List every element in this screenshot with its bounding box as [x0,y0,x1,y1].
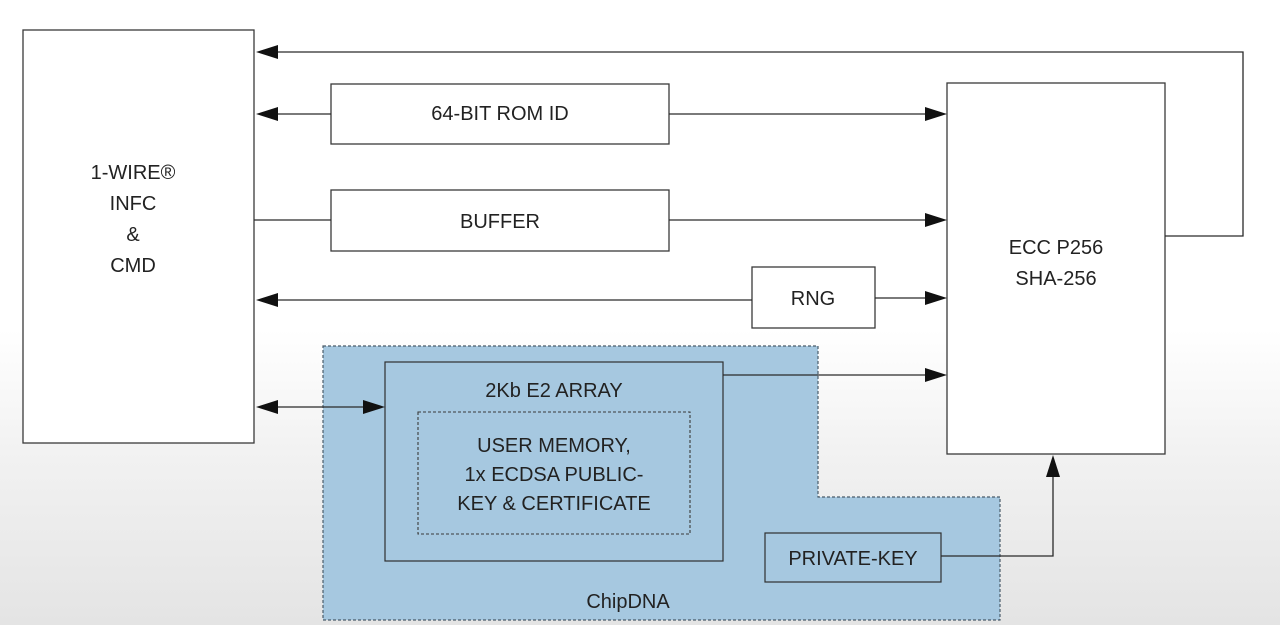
rom-id-to-interface-arrowhead [256,107,278,121]
rng-block [751,266,876,329]
user-memory-line1: USER MEMORY, [477,435,631,457]
e2-array-block [384,361,724,562]
buffer-label: BUFFER [460,211,540,233]
interface-e2-right-arrowhead [363,400,385,414]
user-memory-block [417,411,691,535]
chipdna-label: ChipDNA [586,591,670,613]
crypto-block [946,82,1166,455]
user-memory-line3: KEY & CERTIFICATE [457,493,650,515]
feedback-line [276,51,1244,237]
feedback-arrowhead [256,45,278,59]
private-key-to-crypto-arrowhead [1046,455,1060,477]
interface-e2-left-arrowhead [256,400,278,414]
e2-array-label: 2Kb E2 ARRAY [485,380,622,402]
buffer-to-crypto-arrowhead [925,213,947,227]
e2-to-crypto-arrowhead [925,368,947,382]
buffer-block [330,189,670,252]
interface-block [22,29,255,444]
interface-label-line4: CMD [110,255,156,277]
private-key-block [764,532,942,583]
rng-label: RNG [791,288,835,310]
rom-id-label: 64-BIT ROM ID [431,103,568,125]
interface-label-line1: 1-WIRE® [91,162,176,184]
rom-id-to-crypto-arrowhead [925,107,947,121]
private-key-to-crypto-line [941,476,1054,557]
rng-to-crypto-arrowhead [925,291,947,305]
crypto-label-line2: SHA-256 [1015,268,1096,290]
interface-label-line2: INFC [110,193,157,215]
user-memory-line2: 1x ECDSA PUBLIC- [465,464,644,486]
private-key-label: PRIVATE-KEY [788,548,917,570]
crypto-label-line1: ECC P256 [1009,237,1104,259]
rng-to-interface-arrowhead [256,293,278,307]
interface-label-line3: & [126,224,140,246]
